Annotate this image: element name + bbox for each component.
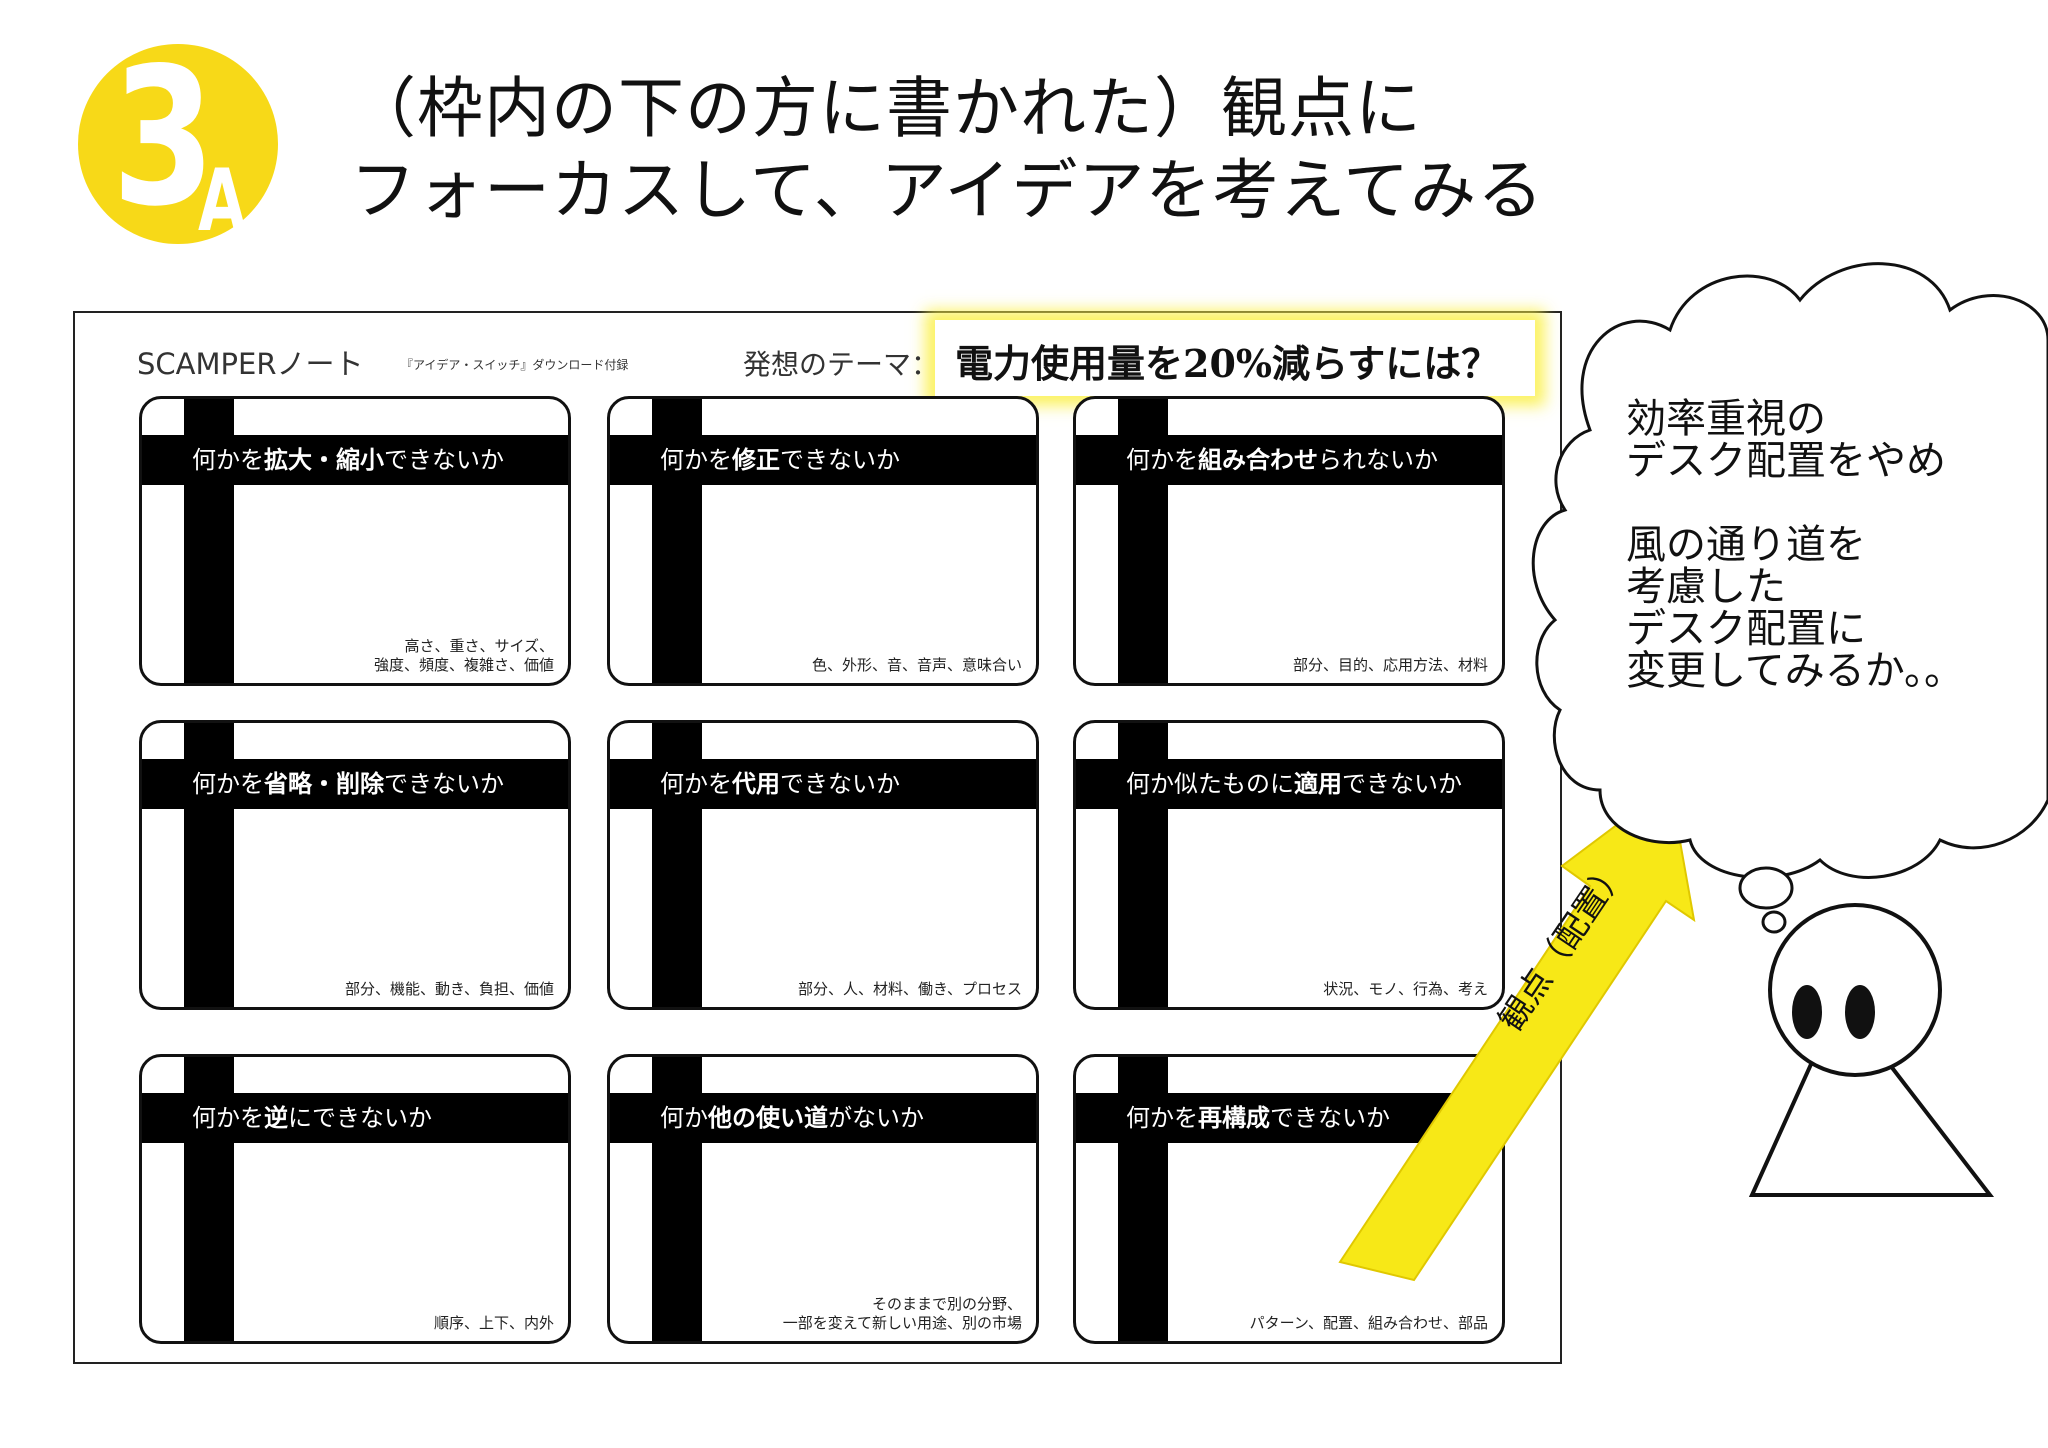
card-label-post: できないか [384, 446, 504, 474]
card-header-bar [142, 435, 568, 485]
theme-label: 発想のテーマ： [743, 348, 940, 381]
scamper-card: 何かを拡大・縮小できないか高さ、重さ、サイズ、強度、頻度、複雑さ、価値 [139, 396, 571, 686]
card-label-pre: 何か似たものに [1126, 770, 1294, 798]
character-eye-left [1792, 985, 1822, 1039]
card-hint: 部分、人、材料、働き、プロセス [798, 980, 1022, 999]
card-label-keyword: 組み合わせ [1198, 446, 1318, 474]
card-hint: そのままで別の分野、一部を変えて新しい用途、別の市場 [783, 1295, 1022, 1333]
cloud-shape [1531, 262, 2048, 879]
card-label: 何か他の使い道がないか [660, 1093, 924, 1143]
scamper-card: 何か似たものに適用できないか状況、モノ、行為、考え [1073, 720, 1505, 1010]
theme-highlight [935, 320, 1535, 396]
card-header-bar [142, 759, 568, 809]
page-title-line1: （枠内の下の方に書かれた）観点に [350, 70, 1422, 147]
card-label-keyword: 逆 [264, 1104, 288, 1132]
card-hint-line2: パターン、配置、組み合わせ、部品 [1249, 1314, 1488, 1332]
card-hint: 順序、上下、内外 [434, 1314, 554, 1333]
card-hint: 部分、機能、動き、負担、価値 [345, 980, 554, 999]
card-hint-line1: 高さ、重さ、サイズ、 [404, 637, 554, 655]
card-label-post: できないか [780, 770, 900, 798]
card-label-keyword: 修正 [732, 446, 780, 474]
character-body [1748, 996, 1995, 1197]
card-hint-line2: 一部を変えて新しい用途、別の市場 [782, 1314, 1022, 1332]
card-label-keyword: 拡大・縮小 [264, 446, 384, 474]
card-label-pre: 何かを [192, 770, 264, 798]
card-hint-line2: 色、外形、音、音声、意味合い [811, 656, 1022, 674]
badge-number: 3 [112, 27, 216, 248]
page-title-line2: フォーカスして、アイデアを考えてみる [350, 152, 1545, 229]
card-hint-line2: 部分、機能、動き、負担、価値 [345, 980, 554, 998]
sheet-subtitle: 『アイデア・スイッチ』ダウンロード付録 [401, 358, 629, 372]
card-hint: 部分、目的、応用方法、材料 [1293, 656, 1488, 675]
card-hint-line2: 強度、頻度、複雑さ、価値 [373, 656, 554, 674]
card-label-post: できないか [1270, 1104, 1390, 1132]
card-label: 何か似たものに適用できないか [1126, 759, 1462, 809]
scamper-card: 何かを逆にできないか順序、上下、内外 [139, 1054, 571, 1344]
card-hint-line2: 順序、上下、内外 [433, 1314, 554, 1332]
card-hint-line2: 部分、人、材料、働き、プロセス [798, 980, 1022, 998]
page-title: （枠内の下の方に書かれた）観点に フォーカスして、アイデアを考えてみる [350, 68, 1544, 232]
card-label-pre: 何か [660, 1104, 708, 1132]
small-bubble-1 [1738, 866, 1794, 910]
card-label-pre: 何かを [192, 1104, 264, 1132]
scamper-card: 何かを修正できないか色、外形、音、音声、意味合い [607, 396, 1039, 686]
card-label-keyword: 他の使い道 [708, 1104, 828, 1132]
scamper-sheet: SCAMPERノート 『アイデア・スイッチ』ダウンロード付録 発想のテーマ： 電… [73, 311, 1562, 1364]
card-hint-line2: 状況、モノ、行為、考え [1323, 980, 1488, 998]
card-hint: 状況、モノ、行為、考え [1323, 980, 1488, 999]
card-label-post: できないか [780, 446, 900, 474]
theme-value: 電力使用量を20%減らすには？ [955, 341, 1500, 386]
card-header-bar [610, 1093, 1036, 1143]
card-header-bar [610, 759, 1036, 809]
card-label-post: できないか [384, 770, 504, 798]
card-label-post: できないか [1342, 770, 1462, 798]
scamper-card: 何かを省略・削除できないか部分、機能、動き、負担、価値 [139, 720, 571, 1010]
card-label-keyword: 省略・削除 [264, 770, 384, 798]
card-hint: 高さ、重さ、サイズ、強度、頻度、複雑さ、価値 [374, 637, 554, 675]
scamper-card: 何かを再構成できないかパターン、配置、組み合わせ、部品 [1073, 1054, 1505, 1344]
character-eye-right [1845, 985, 1875, 1039]
thought-text: 効率重視の デスク配置をやめ 風の通り道を 考慮した デスク配置に 変更してみる… [1626, 396, 1964, 694]
card-label-pre: 何かを [660, 446, 732, 474]
card-label-pre: 何かを [192, 446, 264, 474]
card-label: 何かを拡大・縮小できないか [192, 435, 504, 485]
card-label: 何かを省略・削除できないか [192, 759, 504, 809]
card-header-bar [142, 1093, 568, 1143]
card-label: 何かを修正できないか [660, 435, 900, 485]
card-label-pre: 何かを [1126, 1104, 1198, 1132]
card-label-keyword: 代用 [732, 770, 780, 798]
card-label: 何かを逆にできないか [192, 1093, 432, 1143]
step-badge: 3 A [78, 38, 278, 251]
card-label-pre: 何かを [660, 770, 732, 798]
badge-sub: A [198, 151, 246, 251]
card-header-bar [1076, 759, 1502, 809]
small-bubble-2 [1761, 910, 1787, 934]
scamper-card: 何かを組み合わせられないか部分、目的、応用方法、材料 [1073, 396, 1505, 686]
scamper-card: 何かを代用できないか部分、人、材料、働き、プロセス [607, 720, 1039, 1010]
card-hint: 色、外形、音、音声、意味合い [812, 656, 1022, 675]
card-hint-line1: そのままで別の分野、 [871, 1295, 1022, 1313]
scamper-card: 何か他の使い道がないかそのままで別の分野、一部を変えて新しい用途、別の市場 [607, 1054, 1039, 1344]
card-label-pre: 何かを [1126, 446, 1198, 474]
card-label-post: にできないか [288, 1104, 432, 1132]
card-label-keyword: 再構成 [1198, 1104, 1270, 1132]
card-label-post: られないか [1318, 446, 1438, 474]
card-label: 何かを組み合わせられないか [1126, 435, 1438, 485]
card-header-bar [610, 435, 1036, 485]
card-label: 何かを代用できないか [660, 759, 900, 809]
card-label: 何かを再構成できないか [1126, 1093, 1390, 1143]
card-header-bar [1076, 435, 1502, 485]
card-label-post: がないか [828, 1104, 924, 1132]
card-hint: パターン、配置、組み合わせ、部品 [1250, 1314, 1488, 1333]
card-label-keyword: 適用 [1294, 770, 1342, 798]
sheet-title: SCAMPERノート [137, 347, 364, 381]
card-hint-line2: 部分、目的、応用方法、材料 [1292, 656, 1488, 674]
arrow-shape [1338, 783, 1696, 1282]
